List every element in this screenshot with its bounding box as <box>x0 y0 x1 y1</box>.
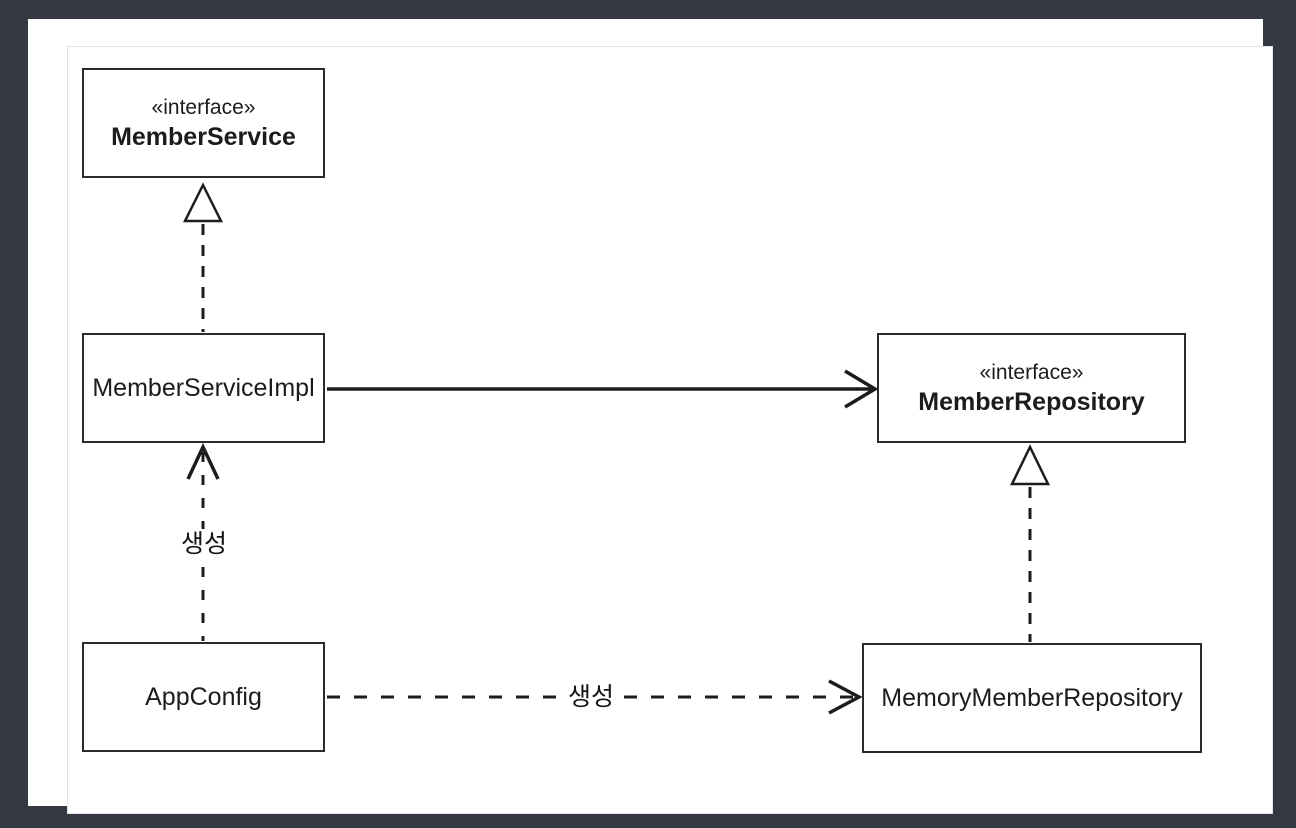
edge-label-create: 생성 <box>176 529 232 559</box>
class-name-label: MemberServiceImpl <box>92 373 315 402</box>
class-name-label: MemberRepository <box>918 387 1145 416</box>
class-name-label: AppConfig <box>145 682 262 711</box>
uml-node-app-config: AppConfig <box>82 642 325 752</box>
stereotype-label: «interface» <box>151 95 256 119</box>
class-name-label: MemberService <box>111 122 296 151</box>
uml-node-member-service-impl: MemberServiceImpl <box>82 333 325 443</box>
edge-label-create: 생성 <box>563 682 619 712</box>
uml-node-memory-member-repository: MemoryMemberRepository <box>862 643 1202 753</box>
stereotype-label: «interface» <box>979 360 1084 384</box>
class-name-label: MemoryMemberRepository <box>881 683 1183 712</box>
uml-node-member-service: «interface» MemberService <box>82 68 325 178</box>
uml-node-member-repository: «interface» MemberRepository <box>877 333 1186 443</box>
